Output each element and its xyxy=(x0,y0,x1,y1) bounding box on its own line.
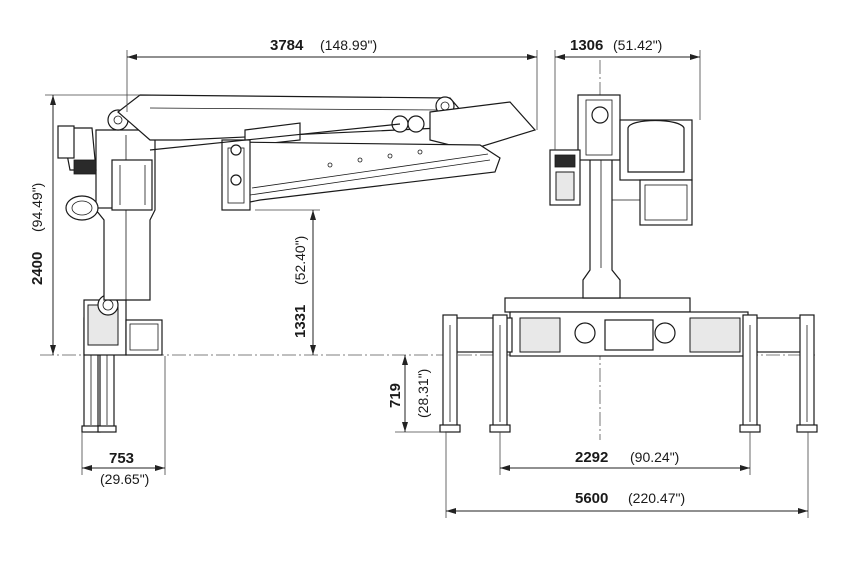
total-height-value: 2400 xyxy=(29,252,46,285)
dimension-inner-spread: 2292 (90.24") xyxy=(499,432,751,475)
column-width-imperial: (51.42") xyxy=(613,37,662,53)
dimension-base-depth: 753 (29.65") xyxy=(81,356,166,487)
total-height-imperial: (94.49") xyxy=(29,183,45,232)
overall-reach-value: 3784 xyxy=(270,37,304,54)
overall-reach-imperial: (148.99") xyxy=(320,37,377,53)
outer-spread-value: 5600 xyxy=(575,490,608,507)
dimension-total-height: 2400 (94.49") xyxy=(29,94,140,355)
inner-spread-imperial: (90.24") xyxy=(630,449,679,465)
dimension-overall-reach: 3784 (148.99") xyxy=(126,37,538,130)
dimension-column-width: 1306 (51.42") xyxy=(554,37,701,150)
leg-extension-value: 719 xyxy=(387,383,404,408)
dimension-leg-extension: 719 (28.31") xyxy=(387,355,445,433)
outer-spread-imperial: (220.47") xyxy=(628,490,685,506)
base-depth-value: 753 xyxy=(109,450,134,467)
dimension-outer-spread: 5600 (220.47") xyxy=(445,432,809,518)
dimension-base-height: 1331 (52.40") xyxy=(255,209,320,355)
crane-front-view xyxy=(439,94,818,433)
base-height-value: 1331 xyxy=(292,305,309,338)
leg-extension-imperial: (28.31") xyxy=(415,369,431,418)
base-height-imperial: (52.40") xyxy=(292,236,308,285)
crane-side-view xyxy=(57,94,537,433)
inner-spread-value: 2292 xyxy=(575,449,608,466)
base-depth-imperial: (29.65") xyxy=(100,471,149,487)
column-width-value: 1306 xyxy=(570,37,603,54)
